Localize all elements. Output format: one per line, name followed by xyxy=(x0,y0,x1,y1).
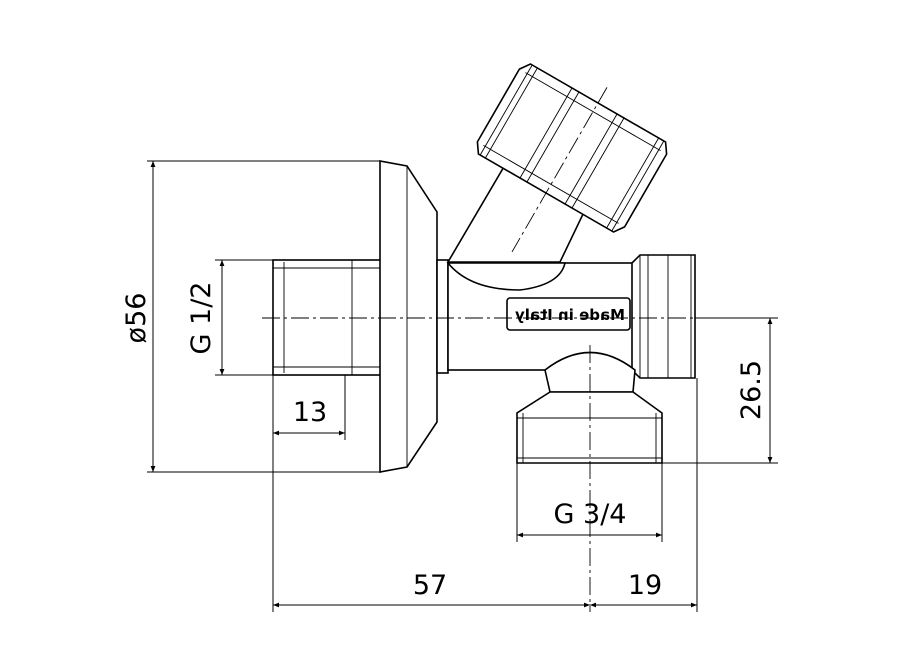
hose-outlet xyxy=(631,254,696,379)
svg-text:19: 19 xyxy=(628,570,662,601)
svg-text:G 3/4: G 3/4 xyxy=(554,499,627,530)
inlet-thread xyxy=(272,259,382,376)
valve-body: Made in Italy xyxy=(436,259,635,374)
dimension-overall-length: 57 19 xyxy=(273,378,698,612)
made-in-italy-marking: Made in Italy xyxy=(515,306,625,324)
wall-flange xyxy=(379,160,438,473)
svg-text:13: 13 xyxy=(293,397,327,428)
dimension-flange-diameter: ø56 xyxy=(121,160,380,473)
svg-text:ø56: ø56 xyxy=(121,293,152,344)
dimension-inlet-thread: G 1/2 xyxy=(186,259,273,376)
svg-text:G 1/2: G 1/2 xyxy=(186,282,217,355)
dimension-inlet-length: 13 xyxy=(272,375,346,612)
handwheel-knob xyxy=(476,63,668,253)
svg-text:26.5: 26.5 xyxy=(736,360,767,420)
svg-text:57: 57 xyxy=(413,570,447,601)
bottom-outlet xyxy=(516,351,663,464)
dimension-outlet-thread: G 3/4 xyxy=(516,463,663,542)
dimension-outlet-offset: 26.5 xyxy=(662,317,778,464)
